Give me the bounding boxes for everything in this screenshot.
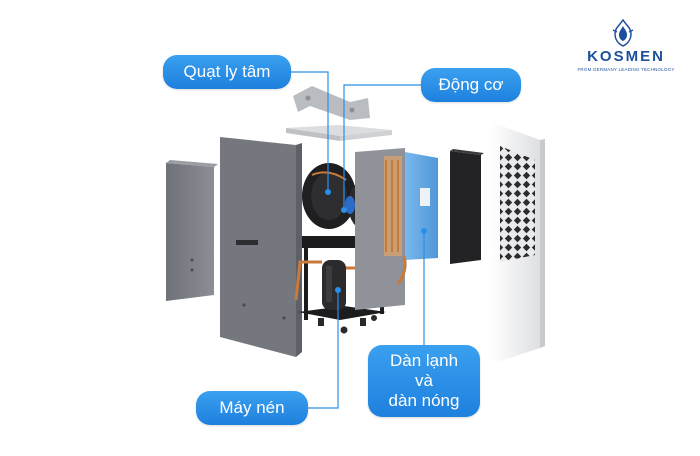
coil-assembly [355,148,438,310]
brand-logo: KOSMEN FROM GERMANY LEADING TECHNOLOGY [570,18,682,80]
callout-coils-line-3: dàn nóng [388,391,460,410]
centrifugal-fan [302,163,356,229]
top-bracket [293,86,370,120]
callout-motor-label: Động cơ [438,75,504,94]
callout-compressor: Máy nén [196,391,308,425]
left-side-panel [166,160,218,301]
callout-coils-line-2: và [415,371,433,390]
leader-dots [325,189,427,293]
front-panel [491,122,545,364]
brand-tagline: FROM GERMANY LEADING TECHNOLOGY [577,67,675,72]
callout-fan-label: Quạt ly tâm [183,62,271,81]
callout-coils-line-1: Dàn lạnh [389,351,459,370]
callout-compressor-label: Máy nén [219,398,285,417]
leader-lines [291,71,425,409]
main-housing-panel [220,137,302,357]
callout-coils: Dàn lạnh và dàn nóng [368,345,480,417]
brand-name: KOSMEN [587,48,665,65]
callout-centrifugal-fan: Quạt ly tâm [163,55,291,89]
filter-panel [450,149,484,264]
top-cover [286,125,392,141]
flame-crest-icon [612,18,634,47]
callout-motor: Động cơ [421,68,521,102]
